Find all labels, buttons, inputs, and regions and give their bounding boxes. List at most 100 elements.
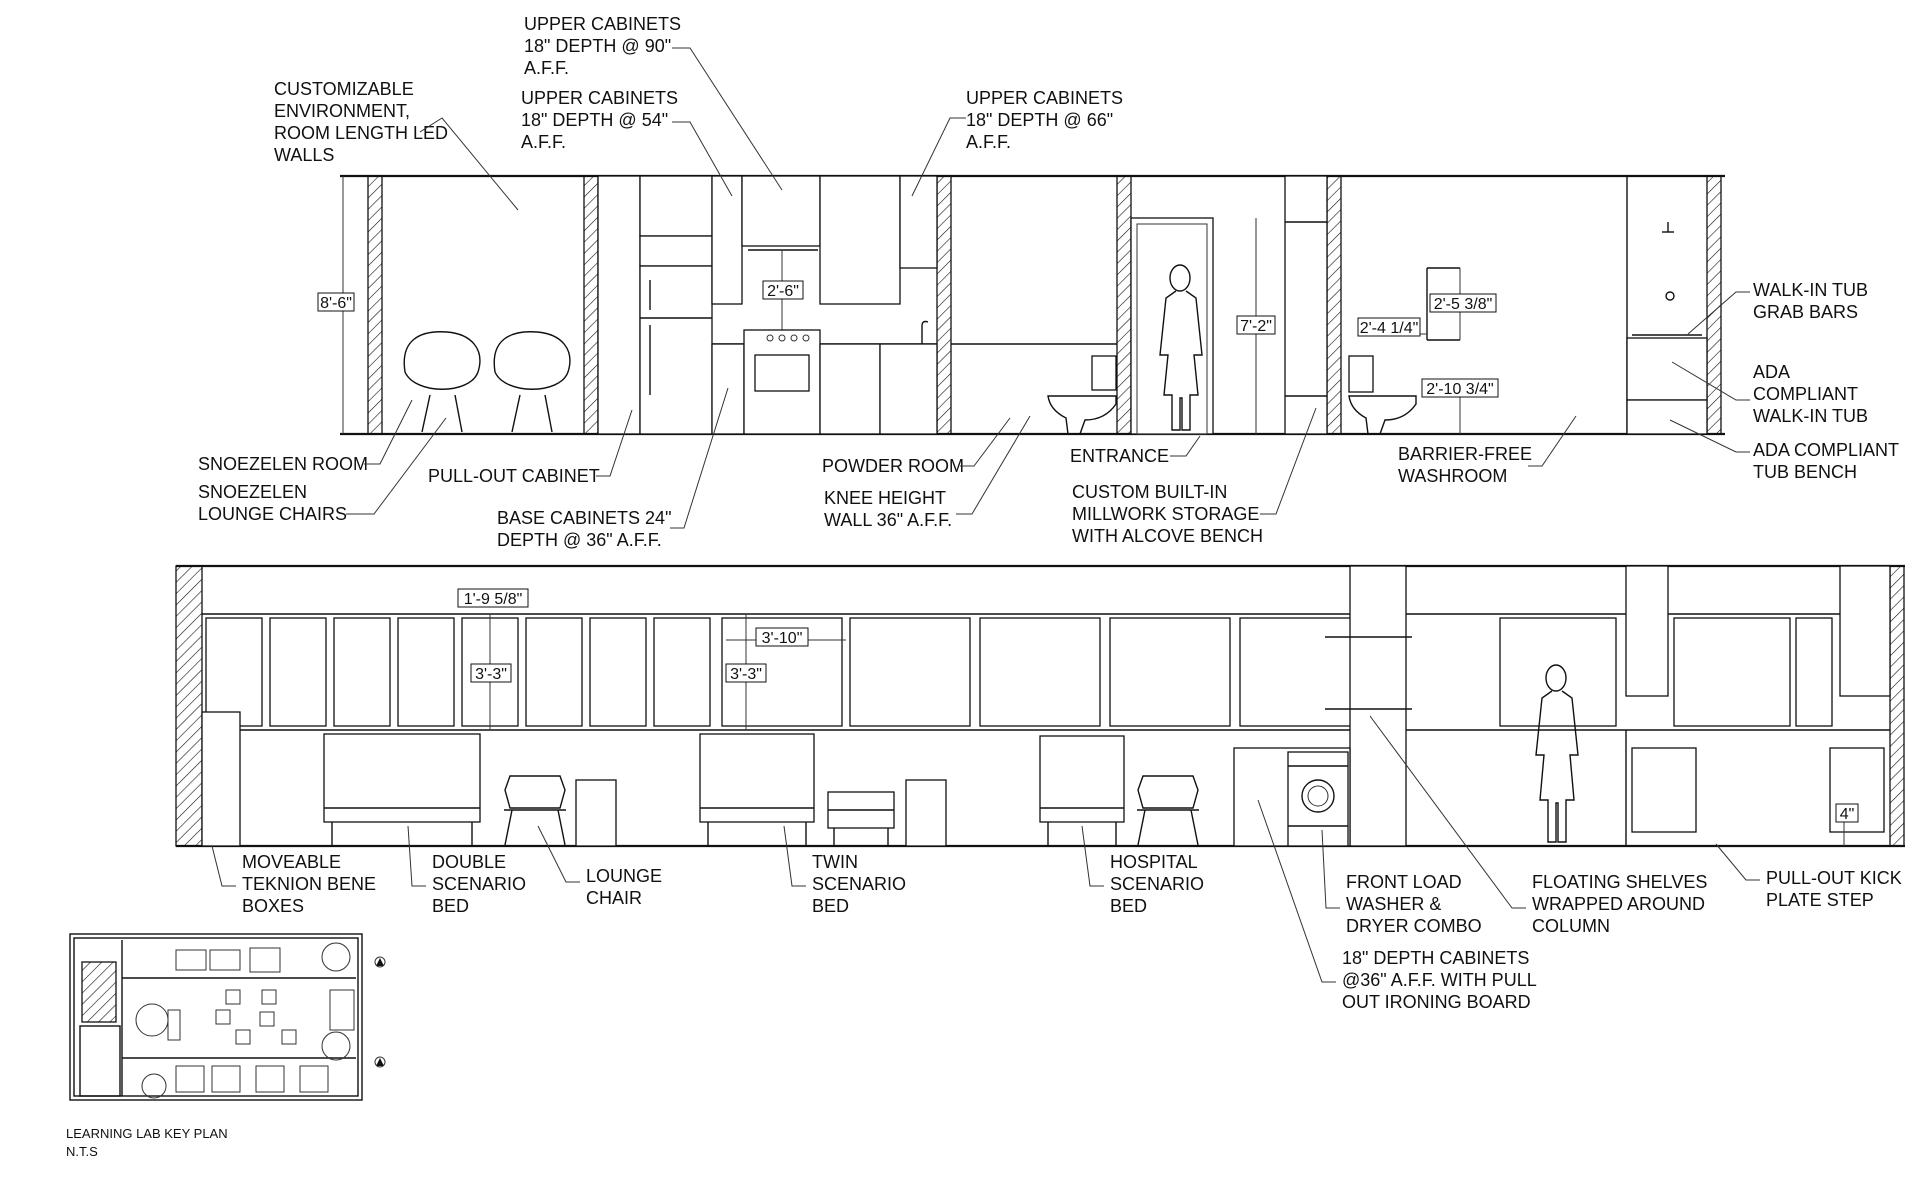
led-wall-panel: [205, 617, 263, 727]
lounge-chair: [504, 775, 566, 846]
key-plan-scale: N.T.S: [66, 1144, 98, 1159]
wall-section: [936, 175, 952, 435]
north-arrow-icon: [376, 1058, 384, 1066]
wall-section: [1706, 175, 1722, 435]
toilet-tank: [1348, 355, 1374, 393]
toilet: [1047, 395, 1117, 435]
snoezelen-chair: [493, 331, 571, 433]
panel-width-dim: 1'-9 5/8": [464, 591, 523, 608]
pullout-cabinet: [597, 175, 641, 435]
led-wall-panel: [333, 617, 391, 727]
wall-section: [175, 565, 203, 847]
wall-section: [1326, 175, 1342, 435]
bottom-elevation: 1'-9 5/8" 3'-3" 3'-10" 3'-3": [175, 564, 1905, 848]
led-wall-panel: [397, 617, 455, 727]
height-dim-label: 8'-6": [320, 295, 352, 312]
upper-cabinet-66: [899, 175, 938, 269]
toilet-tank: [1091, 355, 1117, 391]
panel-height-dim-2: 3'-3": [730, 666, 762, 683]
led-wall-panel: [269, 617, 327, 727]
key-plan-title: LEARNING LAB KEY PLAN: [66, 1126, 228, 1141]
grab-dim-b: 2'-5 3/8": [1434, 296, 1493, 313]
led-wall-panel: [1499, 617, 1617, 727]
label-pullout-cabinet: PULL-OUT CABINET: [428, 466, 600, 486]
upper-cabinet-54: [819, 175, 901, 305]
north-arrow-icon: [376, 958, 384, 966]
door-height-dim: 7'-2": [1240, 318, 1272, 335]
led-wall-panel: [1673, 617, 1791, 727]
fridge-upper-cabinet: [639, 175, 713, 237]
snoezelen-chair: [403, 331, 481, 433]
label-entrance: ENTRANCE: [1070, 446, 1169, 466]
column: [1349, 565, 1407, 847]
toilet: [1348, 395, 1417, 435]
refrigerator: [639, 265, 713, 435]
tall-cabinet: [1625, 565, 1669, 697]
upper-cabinet-54: [711, 175, 743, 305]
led-wall-panel: [653, 617, 711, 727]
side-cabinet: [905, 779, 947, 847]
wall-section: [367, 175, 383, 435]
led-wall-panel: [1239, 617, 1361, 727]
key-plan: LEARNING LAB KEY PLAN N.T.S: [66, 933, 386, 1159]
led-wall-panel: [979, 617, 1101, 727]
hospital-bed: [1039, 735, 1125, 823]
millwork-storage: [1284, 175, 1328, 435]
key-plan-furniture: [135, 942, 355, 1099]
tub-bench: [1626, 399, 1708, 435]
faucet: [921, 320, 929, 344]
led-wall-panel: [1795, 617, 1833, 727]
key-plan-room: [81, 961, 117, 1023]
led-wall-panel: [525, 617, 583, 727]
led-wall-panel: [849, 617, 971, 727]
led-panel-row: [205, 617, 1833, 727]
label-snoezelen-room: SNOEZELEN ROOM: [198, 454, 368, 474]
label-base-cabinets: BASE CABINETS 24"DEPTH @ 36" A.F.F.: [497, 508, 671, 550]
led-wall-panel: [589, 617, 647, 727]
washer-dryer: [1287, 751, 1349, 847]
walk-in-tub: [1626, 337, 1708, 401]
person-figure: [1535, 664, 1579, 843]
wall-section: [1889, 565, 1905, 847]
wall-section: [1116, 175, 1132, 435]
led-wall-panel: [1109, 617, 1231, 727]
twin-bed: [699, 733, 815, 823]
person-figure: [1159, 264, 1203, 431]
panel-height-dim: 3'-3": [475, 666, 507, 683]
bene-box: [201, 711, 241, 847]
key-plan-outline: [69, 933, 363, 1101]
base-cabinet: [819, 343, 881, 435]
key-plan-room: [79, 1025, 121, 1097]
grab-dim-a: 2'-4 1/4": [1360, 320, 1419, 337]
lounge-chair: [1137, 775, 1199, 846]
wall-section: [583, 175, 599, 435]
oven-window: [754, 354, 810, 392]
fridge-top: [639, 235, 713, 267]
base-cabinet: [879, 343, 938, 435]
range-clear-dim: 2'-6": [767, 283, 799, 300]
base-cabinet: [1631, 747, 1697, 833]
upper-cabinet-90: [741, 175, 821, 247]
